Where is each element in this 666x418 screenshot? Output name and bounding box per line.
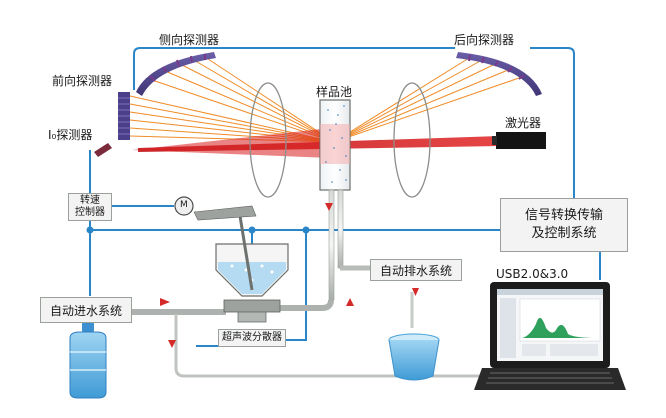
auto-inlet-box: 自动进水系统 (40, 297, 132, 323)
scatter-ray (333, 59, 483, 143)
speed-controller-line1: 转速 (80, 195, 100, 206)
laser-label: 激光器 (505, 116, 542, 130)
water-bottle-icon (69, 322, 107, 399)
wire-junction (86, 226, 94, 234)
sample-cell (319, 99, 351, 191)
side-detector-label: 侧向探测器 (159, 33, 220, 47)
signal-control-box: 信号转换传输 及控制系统 (500, 198, 628, 252)
back-detector-label: 后向探测器 (454, 33, 515, 47)
scatter-ray (164, 70, 335, 143)
motor-label: M (180, 200, 188, 210)
fourier-lens (249, 82, 287, 198)
scatter-ray (191, 58, 335, 143)
i0-detector (94, 143, 112, 157)
auto-inlet-label: 自动进水系统 (49, 303, 122, 318)
side-detector (136, 52, 216, 96)
scatter-ray (333, 69, 509, 143)
ultrasonic-disperser-tank (215, 243, 289, 323)
i0-detector-label: I₀探测器 (48, 128, 93, 142)
scatter-ray (333, 63, 496, 143)
front-detector (118, 92, 130, 140)
laptop-icon (474, 282, 626, 390)
usb-label: USB2.0&3.0 (496, 267, 569, 281)
laser-beam-fan (132, 128, 330, 158)
wire-junction (302, 226, 310, 234)
ultrasonic-disperser-box: 超声波分散器 (218, 329, 286, 347)
bucket-icon (388, 333, 440, 381)
sample-cell-label: 样品池 (316, 85, 353, 99)
ultrasonic-disperser-label: 超声波分散器 (222, 332, 282, 343)
scatter-ray (204, 56, 335, 143)
auto-drain-box: 自动排水系统 (370, 259, 462, 281)
flow-arrows (160, 203, 419, 348)
signal-control-line2: 及控制系统 (531, 226, 597, 241)
laser-device-icon (492, 132, 546, 149)
scatter-ray (333, 77, 520, 143)
back-detector (456, 52, 542, 96)
reverse-lens (393, 82, 431, 198)
speed-controller-line2: 控制器 (75, 207, 105, 218)
scatter-ray (177, 62, 335, 143)
signal-control-line1: 信号转换传输 (524, 208, 603, 223)
wire-junction (248, 226, 256, 234)
front-detector-label: 前向探测器 (52, 74, 113, 88)
motor-icon (174, 196, 194, 216)
scatter-ray (333, 57, 470, 143)
stirrer-assembly (193, 205, 257, 291)
auto-drain-label: 自动排水系统 (379, 263, 452, 278)
speed-controller-box: 转速 控制器 (68, 193, 112, 221)
